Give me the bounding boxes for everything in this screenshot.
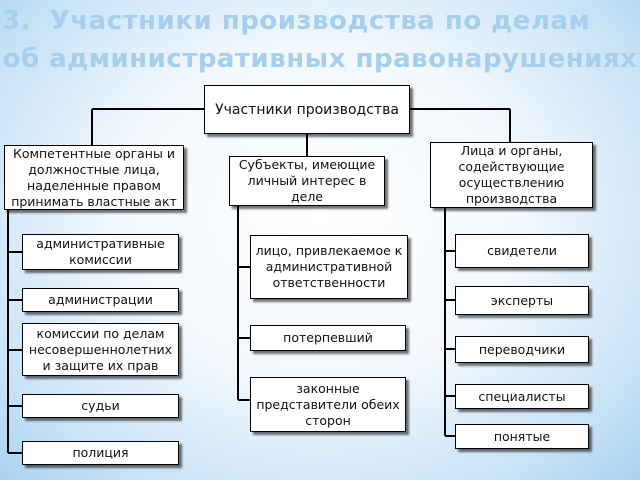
group-1-item-3-label: комиссии по делам несовершеннолетних и з…: [28, 325, 173, 373]
group-2-item-1-label: лицо, привлекаемое к административной от…: [255, 243, 403, 290]
group-1-item-5-label: полиция: [72, 445, 129, 460]
group-1-item-4: судьи: [22, 394, 179, 418]
group-1-item-4-label: судьи: [81, 398, 120, 413]
slide-title-line-1: 3. Участники производства по делам: [0, 6, 640, 36]
group-3-item-4: специалисты: [455, 384, 589, 409]
group-1-item-2-label: администрации: [48, 292, 153, 307]
group-1-connector: [7, 210, 22, 454]
group-2-header: Субъекты, имеющие личный интерес в деле: [229, 156, 385, 206]
group-2-connector: [237, 206, 250, 401]
group-1-item-1-label: административные комиссии: [36, 236, 165, 267]
group-2-header-label: Субъекты, имеющие личный интерес в деле: [238, 157, 376, 204]
group-3-item-5-label: понятые: [493, 428, 551, 444]
group-3-item-4-label: специалисты: [478, 388, 566, 404]
group-1-item-5: полиция: [22, 441, 179, 465]
group-3-item-3: переводчики: [455, 336, 589, 363]
slide-title-text-1: Участники производства по делам: [49, 6, 591, 36]
group-3-item-2: эксперты: [455, 286, 589, 315]
slide-title-number: 3.: [2, 6, 31, 36]
group-1-header-label: Компетентные органы и должностные лица, …: [11, 145, 177, 209]
group-1-header: Компетентные органы и должностные лица, …: [4, 145, 184, 210]
root-node-label: Участники производства: [215, 101, 399, 118]
group-3-header-label: Лица и органы, содействующие осуществлен…: [458, 143, 565, 206]
group-3-item-2-label: эксперты: [490, 292, 554, 308]
group-1-item-2: администрации: [22, 288, 179, 312]
group-2-item-2-label: потерпевший: [283, 330, 373, 345]
slide-title-line-2: об административных правонарушениях: [2, 44, 638, 74]
group-3-item-5: понятые: [455, 424, 589, 449]
group-3-item-1: свидетели: [455, 234, 589, 268]
group-1-item-1: административные комиссии: [22, 234, 179, 270]
root-to-groups-connector: [91, 108, 511, 156]
group-3-item-1-label: свидетели: [487, 243, 557, 258]
group-2-item-3-label: законные представители обеих сторон: [256, 380, 400, 428]
group-3-item-3-label: переводчики: [478, 341, 566, 357]
group-2-item-3: законные представители обеих сторон: [250, 377, 406, 432]
root-node: Участники производства: [204, 85, 410, 134]
group-3-connector: [444, 208, 455, 437]
group-3-header: Лица и органы, содействующие осуществлен…: [430, 142, 593, 208]
group-2-item-1: лицо, привлекаемое к административной от…: [250, 235, 408, 299]
group-1-item-3: комиссии по делам несовершеннолетних и з…: [22, 323, 179, 376]
group-2-item-2: потерпевший: [250, 325, 406, 351]
